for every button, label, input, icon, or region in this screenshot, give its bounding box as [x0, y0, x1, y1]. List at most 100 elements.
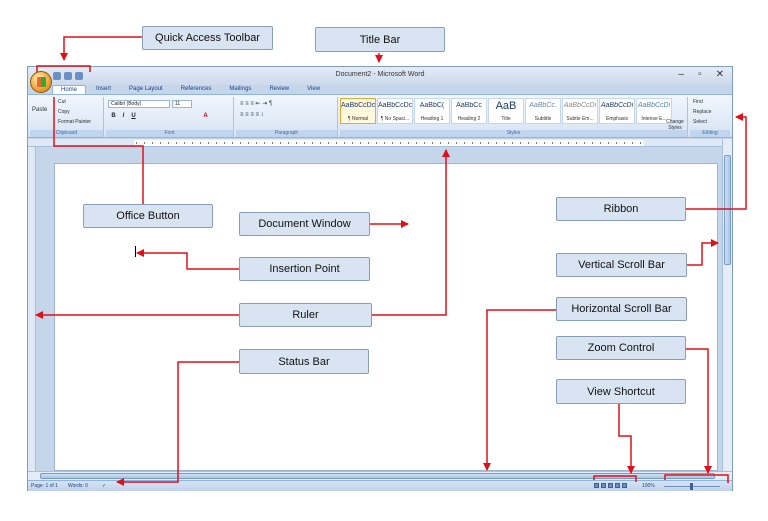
style-normal[interactable]: AaBbCcDc¶ Normal — [340, 98, 376, 124]
select-button[interactable]: Select — [693, 119, 707, 125]
ruler-tick — [512, 142, 513, 144]
callout-status-bar: Status Bar — [239, 349, 369, 374]
ruler-tick — [264, 142, 265, 144]
ruler-tick — [424, 142, 425, 144]
print-layout-icon[interactable] — [594, 483, 599, 488]
italic-icon[interactable]: I — [122, 113, 125, 119]
find-button[interactable]: Find — [693, 99, 703, 105]
vertical-scroll-thumb[interactable] — [724, 155, 731, 265]
ruler-tick — [560, 142, 561, 144]
style-heading-1[interactable]: AaBbC(Heading 1 — [414, 98, 450, 124]
change-styles-button[interactable]: Change Styles — [666, 119, 684, 131]
clipboard-group: Paste Cut Copy Format Painter Clipboard — [30, 97, 104, 137]
format-painter-button[interactable]: Format Painter — [58, 119, 92, 125]
callout-vertical-scroll-bar: Vertical Scroll Bar — [556, 253, 687, 277]
ruler-tick — [232, 142, 233, 144]
undo-icon[interactable] — [64, 72, 72, 80]
ruler-tick — [136, 142, 137, 144]
ruler-tick — [608, 142, 609, 144]
cut-button[interactable]: Cut — [58, 99, 66, 105]
page-count: Page: 1 of 1 — [31, 483, 58, 489]
web-layout-icon[interactable] — [608, 483, 613, 488]
ruler-tick — [168, 142, 169, 144]
ruler-tick — [400, 142, 401, 144]
ruler-tick — [480, 142, 481, 144]
horizontal-scroll-thumb[interactable] — [40, 473, 715, 479]
zoom-slider-knob[interactable] — [690, 483, 693, 490]
editing-group: Find Replace Select Editing — [690, 97, 730, 137]
horizontal-scroll-bar[interactable] — [28, 471, 732, 480]
vertical-ruler[interactable] — [28, 147, 36, 471]
proofing-icon[interactable]: ✓ — [102, 483, 107, 489]
underline-icon[interactable]: U — [131, 113, 136, 119]
draft-icon[interactable] — [622, 483, 627, 488]
callout-quick-access-toolbar: Quick Access Toolbar — [142, 26, 273, 50]
office-button[interactable] — [30, 71, 52, 93]
tab-references[interactable]: References — [180, 86, 212, 92]
font-color-icon[interactable]: A — [203, 113, 208, 119]
bold-icon[interactable]: B — [111, 113, 116, 119]
vertical-scroll-bar[interactable] — [722, 139, 732, 471]
ruler-tick — [408, 142, 409, 144]
style-no-spacing[interactable]: AaBbCcDc¶ No Spaci... — [377, 98, 413, 124]
paragraph-label: Paragraph — [236, 130, 337, 137]
ruler-tick — [200, 142, 201, 144]
ruler-tick — [624, 142, 625, 144]
tab-page-layout[interactable]: Page Layout — [129, 86, 163, 92]
tab-home[interactable]: Home — [52, 85, 87, 94]
ruler-tick — [224, 142, 225, 144]
ruler-tick — [528, 142, 529, 144]
view-shortcuts — [594, 483, 627, 488]
window-title: Document2 - Microsoft Word — [335, 71, 425, 78]
minimize-icon[interactable]: – — [678, 69, 685, 80]
callout-zoom-control: Zoom Control — [556, 336, 686, 360]
ruler-tick — [600, 142, 601, 144]
tab-mailings[interactable]: Mailings — [229, 86, 252, 92]
ruler-tick — [576, 142, 577, 144]
horizontal-ruler[interactable] — [28, 139, 732, 147]
font-size-field[interactable]: 11 — [172, 100, 192, 108]
callout-title-bar: Title Bar — [315, 27, 445, 52]
zoom-level[interactable]: 100% — [642, 483, 655, 489]
quick-access-toolbar — [53, 72, 83, 80]
callout-office-button: Office Button — [83, 204, 213, 228]
close-icon[interactable]: ✕ — [715, 69, 724, 80]
insertion-caret — [135, 246, 136, 257]
font-name-field[interactable]: Calibri (Body) — [108, 100, 170, 108]
font-group: Calibri (Body) 11 B I U A Font — [106, 97, 234, 137]
ruler-tick — [440, 142, 441, 144]
tab-view[interactable]: View — [307, 86, 321, 92]
save-icon[interactable] — [53, 72, 61, 80]
ruler-tick — [312, 142, 313, 144]
ruler-tick — [376, 142, 377, 144]
maximize-icon[interactable]: ▫ — [698, 69, 702, 80]
ruler-tick — [448, 142, 449, 144]
callout-ribbon: Ribbon — [556, 197, 686, 221]
replace-button[interactable]: Replace — [693, 109, 712, 115]
ruler-tick — [184, 142, 185, 144]
office-logo-icon — [37, 77, 46, 87]
ruler-tick — [536, 142, 537, 144]
editing-label: Editing — [690, 130, 730, 137]
alignment-icons[interactable]: ≡ ≡ ≡ ≡ ↕ — [240, 112, 264, 118]
full-screen-icon[interactable] — [601, 483, 606, 488]
ruler-tick — [504, 142, 505, 144]
copy-button[interactable]: Copy — [58, 109, 70, 115]
ruler-tick — [640, 142, 641, 144]
ruler-tick — [552, 142, 553, 144]
paste-button[interactable]: Paste — [32, 107, 48, 113]
list-icons[interactable]: ≡ ≡ ≡ ⇤ ⇥ ¶ — [240, 101, 273, 107]
redo-icon[interactable] — [75, 72, 83, 80]
ruler-tick — [520, 142, 521, 144]
style-subtitle[interactable]: AaBbCc.Subtitle — [525, 98, 561, 124]
styles-label: Styles — [340, 130, 687, 137]
tab-insert[interactable]: Insert — [96, 86, 112, 92]
outline-icon[interactable] — [615, 483, 620, 488]
tab-review[interactable]: Review — [269, 86, 290, 92]
callout-insertion-point: Insertion Point — [239, 257, 370, 281]
